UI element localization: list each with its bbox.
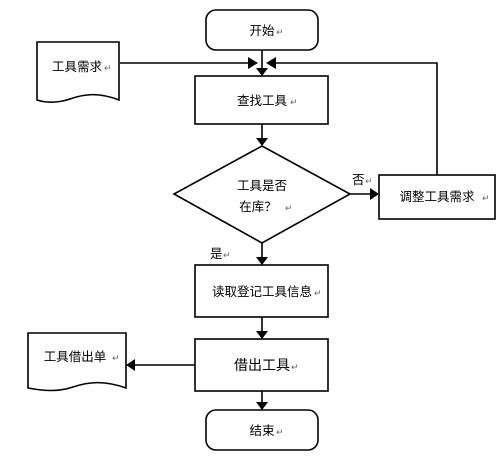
node-borrow-form: 工具借出单 [27, 332, 127, 392]
node-read-register: 读取登记工具信息 [194, 264, 329, 318]
return-marks: ↵ ↵ ↵ ↵ ↵ ↵ ↵ ↵ ↵ ↵ ↵ [104, 28, 490, 438]
read-register-label: 读取登记工具信息 [212, 284, 312, 299]
edge-adjust-loop [272, 62, 438, 175]
node-decision: 工具是否 在库？ [172, 145, 352, 244]
node-adjust-demand: 调整工具需求 [378, 174, 496, 220]
node-start: 开始 [205, 9, 319, 51]
arrowhead-demand-junction [248, 57, 258, 69]
return-mark-find: ↵ [290, 98, 298, 108]
process-adjust-shape [378, 174, 496, 220]
end-label: 结束 [249, 423, 275, 438]
document-borrow-form-shape [27, 332, 127, 392]
process-borrow-shape [194, 338, 329, 392]
adjust-demand-label: 调整工具需求 [399, 189, 475, 204]
arrowhead-loop-junction [266, 57, 276, 69]
decision-diamond-shape [172, 145, 352, 244]
arrowhead-into-decision [256, 138, 268, 146]
terminal-end-shape [205, 409, 319, 451]
process-find-shape [194, 75, 329, 125]
decision-label-line1: 工具是否 [237, 178, 287, 193]
borrow-tool-label: 借出工具 [234, 358, 290, 374]
return-mark-yes: ↵ [223, 251, 231, 261]
return-mark-form: ↵ [112, 354, 120, 364]
arrowhead-into-form [126, 359, 135, 371]
return-mark-start: ↵ [276, 28, 284, 38]
arrowhead-into-read [256, 257, 268, 265]
tool-demand-label: 工具需求 [52, 59, 103, 74]
return-mark-adjust: ↵ [482, 194, 490, 204]
start-label: 开始 [249, 23, 275, 38]
return-mark-decision: ↵ [285, 204, 293, 214]
return-mark-borrow: ↵ [291, 363, 299, 373]
borrow-form-label: 工具借出单 [44, 349, 107, 364]
edges [120, 50, 438, 410]
process-read-shape [194, 264, 329, 318]
arrowhead-into-borrow [256, 331, 268, 339]
node-borrow-tool: 借出工具 [194, 338, 329, 392]
decision-label-line2: 在库？ [239, 199, 277, 214]
arrowhead-into-find [256, 68, 268, 76]
return-mark-end: ↵ [276, 428, 284, 438]
terminal-start-shape [205, 9, 319, 51]
node-find-tool: 查找工具 [194, 75, 329, 125]
edge-label-no: 否 [352, 172, 365, 187]
arrowhead-into-end [256, 402, 268, 410]
node-tool-demand: 工具需求 [36, 41, 120, 103]
edge-label-yes: 是 [210, 246, 223, 261]
document-tool-demand-shape [36, 41, 120, 103]
return-mark-demand: ↵ [104, 64, 112, 74]
arrowhead-into-adjust [370, 188, 379, 200]
return-mark-no: ↵ [365, 177, 373, 187]
find-tool-label: 查找工具 [237, 93, 288, 108]
node-end: 结束 [205, 409, 319, 451]
return-mark-read: ↵ [314, 289, 322, 299]
